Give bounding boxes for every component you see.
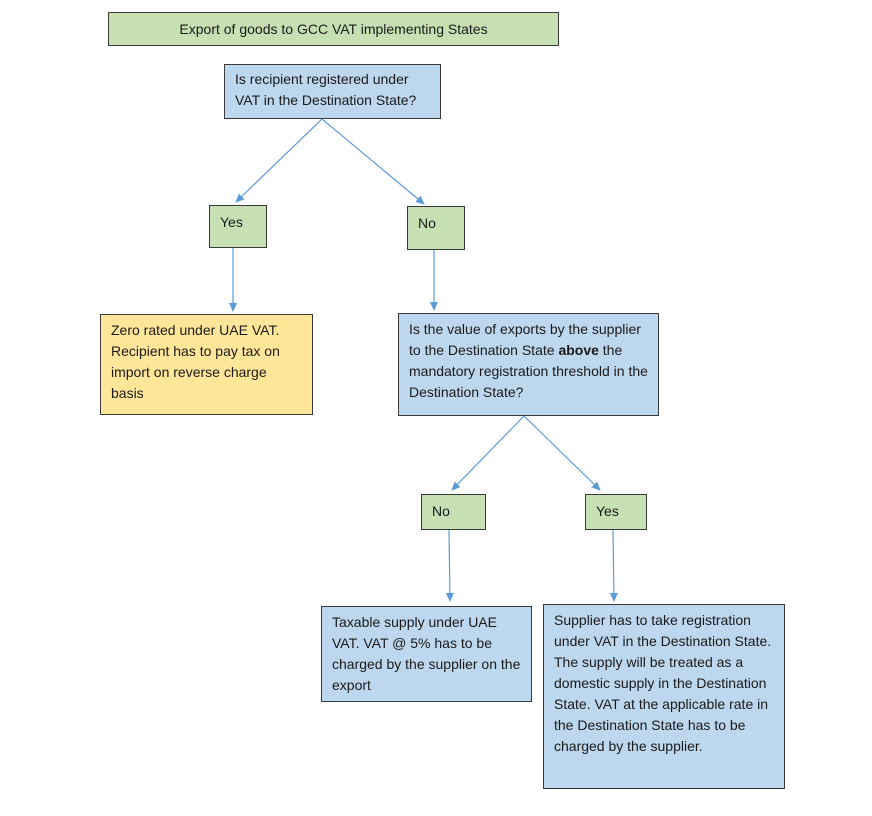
outcome-zero-rated-box: Zero rated under UAE VAT. Recipient has …	[100, 314, 313, 415]
answer-no-threshold-text: No	[432, 503, 450, 519]
diagram-title-text: Export of goods to GCC VAT implementing …	[179, 21, 488, 37]
arrow-yes-to-registration	[609, 529, 618, 602]
outcome-registration-box: Supplier has to take registration under …	[543, 604, 785, 789]
arrow-no-to-taxable	[445, 529, 454, 602]
question-threshold-text-bold: above	[558, 342, 599, 358]
answer-no-text: No	[418, 215, 436, 231]
question-threshold-box: Is the value of exports by the supplier …	[398, 313, 659, 416]
answer-yes-threshold-box: Yes	[585, 494, 647, 530]
arrow-q2-to-no	[451, 415, 525, 491]
answer-no-threshold-box: No	[421, 494, 486, 530]
answer-no-box: No	[407, 206, 465, 250]
arrow-q1-to-no	[321, 118, 425, 205]
answer-yes-box: Yes	[209, 205, 267, 248]
question-threshold-text-before: Is the value of exports by the supplier …	[409, 321, 641, 358]
question-threshold-text-after: the mandatory registration threshold in …	[409, 342, 648, 400]
outcome-taxable-text: Taxable supply under UAE VAT. VAT @ 5% h…	[332, 614, 521, 693]
outcome-zero-rated-text: Zero rated under UAE VAT. Recipient has …	[111, 322, 280, 401]
diagram-title: Export of goods to GCC VAT implementing …	[108, 12, 559, 46]
arrow-q2-to-yes	[523, 415, 601, 491]
answer-yes-threshold-text: Yes	[596, 503, 619, 519]
question-registered-text: Is recipient registered under VAT in the…	[235, 71, 417, 108]
outcome-taxable-box: Taxable supply under UAE VAT. VAT @ 5% h…	[321, 606, 532, 702]
outcome-registration-text: Supplier has to take registration under …	[554, 612, 772, 754]
arrow-q1-to-yes	[235, 118, 323, 203]
answer-yes-text: Yes	[220, 214, 243, 230]
question-registered-box: Is recipient registered under VAT in the…	[224, 64, 441, 119]
